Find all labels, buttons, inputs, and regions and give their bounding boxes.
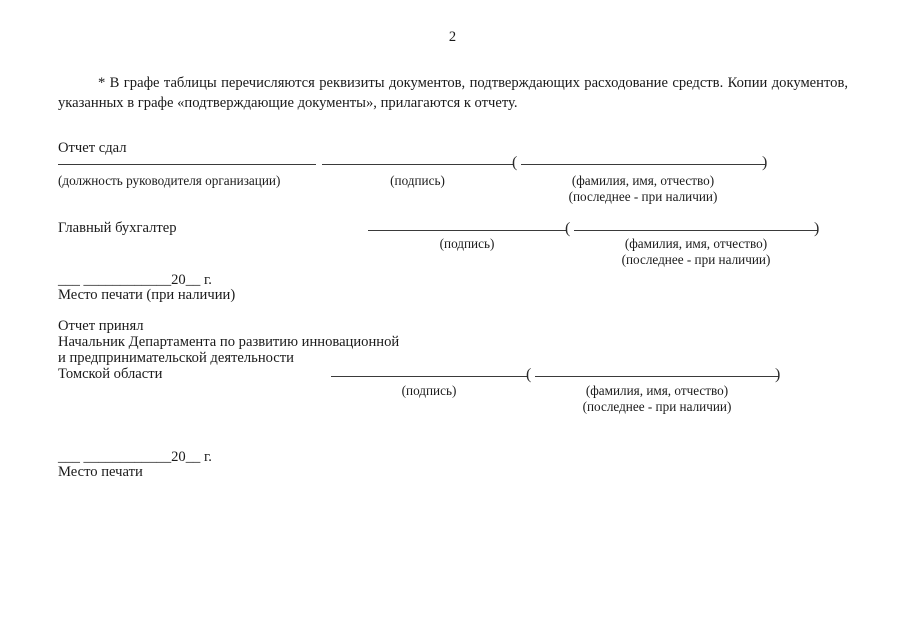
- submitted-position-caption: (должность руководителя организации): [58, 173, 281, 188]
- submitted-name-rule[interactable]: [521, 164, 765, 165]
- date-line-1: ___ ____________20__ г.: [58, 272, 212, 289]
- submitted-close-paren: ): [762, 154, 768, 171]
- accountant-signature-rule[interactable]: [368, 230, 566, 231]
- accepted-signature-caption: (подпись): [401, 383, 457, 398]
- seal-label-2: Место печати: [58, 464, 143, 480]
- accepted-name-rule[interactable]: [535, 376, 779, 377]
- accountant-open-paren: (: [565, 220, 571, 237]
- submitted-position-rule[interactable]: [58, 164, 316, 165]
- date-2-day-blank[interactable]: ___: [58, 449, 80, 465]
- submitted-name-caption: (фамилия, имя, отчество): [571, 173, 715, 188]
- accepted-title-line-3: Томской области: [58, 366, 163, 382]
- date-2-year-prefix: 20: [171, 449, 186, 465]
- date-2-month-blank[interactable]: ____________: [83, 449, 172, 465]
- submitted-signature-rule[interactable]: [322, 164, 513, 165]
- accountant-heading: Главный бухгалтер: [58, 220, 177, 236]
- date-2-year-suffix: г.: [203, 449, 212, 465]
- accountant-close-paren: ): [814, 220, 820, 237]
- accepted-name-note: (последнее - при наличии): [582, 399, 732, 414]
- accepted-signature-rule[interactable]: [331, 376, 527, 377]
- date-1-year-blank[interactable]: __: [185, 272, 201, 288]
- page-number: 2: [448, 29, 457, 45]
- accepted-name-caption: (фамилия, имя, отчество): [585, 383, 729, 398]
- date-2-year-blank[interactable]: __: [185, 449, 201, 465]
- accountant-name-caption: (фамилия, имя, отчество): [624, 236, 768, 251]
- accepted-heading: Отчет принял: [58, 318, 144, 334]
- date-1-year-suffix: г.: [203, 272, 212, 288]
- date-1-month-blank[interactable]: ____________: [83, 272, 172, 288]
- accountant-signature-caption: (подпись): [439, 236, 495, 251]
- accepted-close-paren: ): [775, 366, 781, 383]
- submitted-name-note: (последнее - при наличии): [568, 189, 718, 204]
- accepted-open-paren: (: [526, 366, 532, 383]
- date-1-day-blank[interactable]: ___: [58, 272, 80, 288]
- footnote-line-1: * В графе таблицы перечисляются реквизит…: [98, 75, 848, 91]
- submitted-heading: Отчет сдал: [58, 140, 127, 156]
- accepted-title-line-1: Начальник Департамента по развитию иннов…: [58, 334, 400, 350]
- accountant-name-note: (последнее - при наличии): [621, 252, 771, 267]
- accountant-name-rule[interactable]: [574, 230, 818, 231]
- footnote-line-2: указанных в графе «подтверждающие докуме…: [58, 95, 518, 111]
- date-line-2: ___ ____________20__ г.: [58, 449, 212, 466]
- footnote-paragraph: * В графе таблицы перечисляются реквизит…: [58, 73, 848, 113]
- submitted-open-paren: (: [512, 154, 518, 171]
- submitted-signature-caption: (подпись): [390, 173, 445, 188]
- seal-label-1: Место печати (при наличии): [58, 287, 236, 303]
- accepted-title-line-2: и предпринимательской деятельности: [58, 350, 294, 366]
- date-1-year-prefix: 20: [171, 272, 186, 288]
